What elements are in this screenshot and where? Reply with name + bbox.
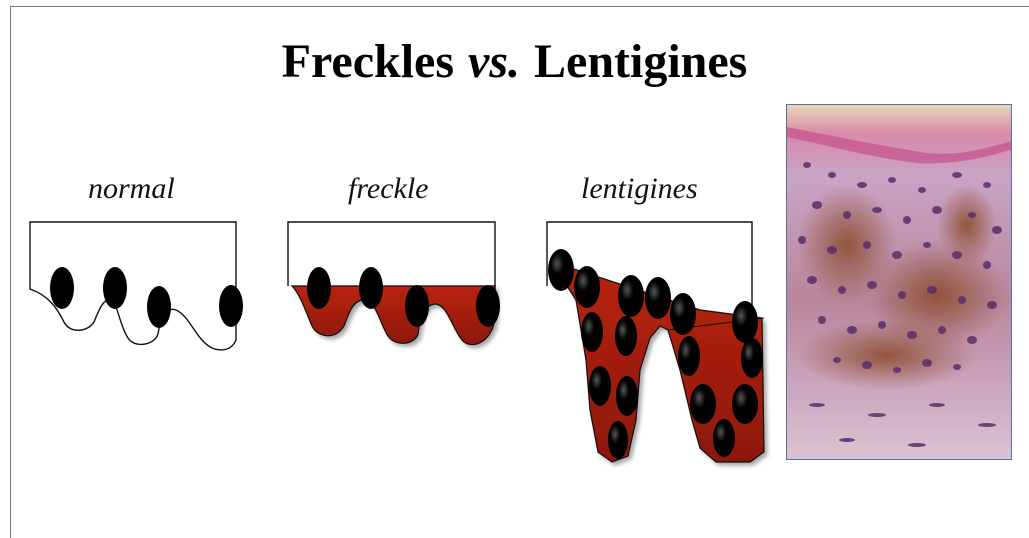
- melanocyte: [50, 267, 74, 309]
- melanocyte: [618, 275, 644, 317]
- panel-freckle: [288, 222, 500, 345]
- melanocyte: [103, 267, 127, 309]
- melanocyte: [548, 249, 574, 291]
- melanocyte: [741, 338, 763, 378]
- melanocyte: [690, 384, 716, 424]
- melanocyte: [713, 419, 735, 457]
- histology-image: [787, 105, 1012, 460]
- melanocyte: [476, 285, 500, 327]
- melanocyte: [608, 421, 628, 459]
- melanocyte: [678, 336, 700, 376]
- melanocyte: [147, 286, 171, 328]
- melanocyte: [616, 376, 638, 416]
- panel-lentigines: [547, 222, 764, 462]
- melanocyte: [670, 293, 696, 335]
- melanocyte: [581, 312, 603, 352]
- melanocyte: [732, 384, 758, 424]
- melanocyte: [574, 266, 600, 308]
- melanocyte: [359, 267, 383, 309]
- melanocyte: [307, 267, 331, 309]
- melanocyte: [732, 301, 758, 343]
- melanocyte: [615, 316, 637, 356]
- histology-photomicrograph: [786, 104, 1012, 460]
- melanocyte: [645, 277, 671, 319]
- panel-normal: [30, 222, 243, 350]
- melanocyte: [405, 285, 429, 327]
- melanocyte: [219, 285, 243, 327]
- melanocyte: [589, 366, 611, 406]
